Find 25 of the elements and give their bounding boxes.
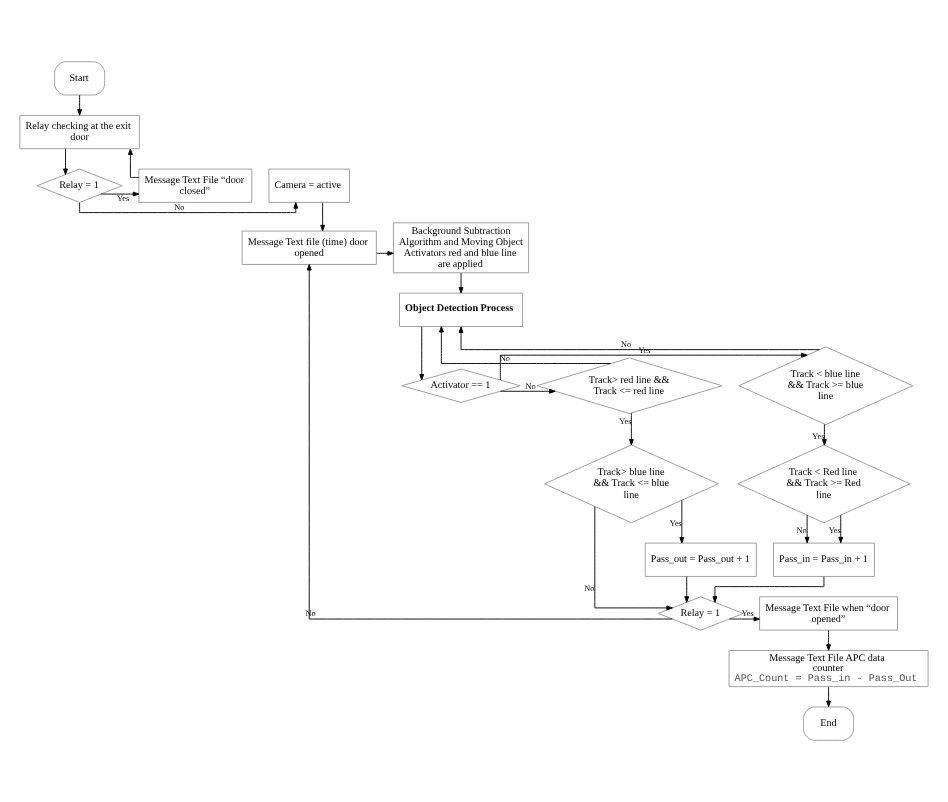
arrow (376, 250, 394, 256)
arrow (458, 272, 464, 294)
arrow (500, 388, 556, 394)
arrow (712, 576, 825, 603)
arrow (79, 202, 299, 214)
arrow (679, 499, 685, 544)
arrow (320, 202, 326, 232)
arrow (684, 576, 690, 603)
arrow (826, 629, 831, 651)
arrow (594, 506, 673, 611)
arrow (822, 423, 827, 446)
arrow (63, 148, 68, 175)
arrow (306, 264, 673, 620)
arrow (729, 616, 761, 622)
arrow (77, 94, 83, 116)
arrow (100, 191, 140, 197)
arrow (838, 514, 844, 544)
arrow (438, 326, 612, 364)
arrow (628, 412, 634, 446)
arrow (804, 514, 810, 544)
arrow (826, 686, 831, 708)
arrow (458, 326, 820, 351)
arrow (419, 326, 425, 381)
arrow (128, 148, 140, 178)
arrow (499, 352, 808, 381)
